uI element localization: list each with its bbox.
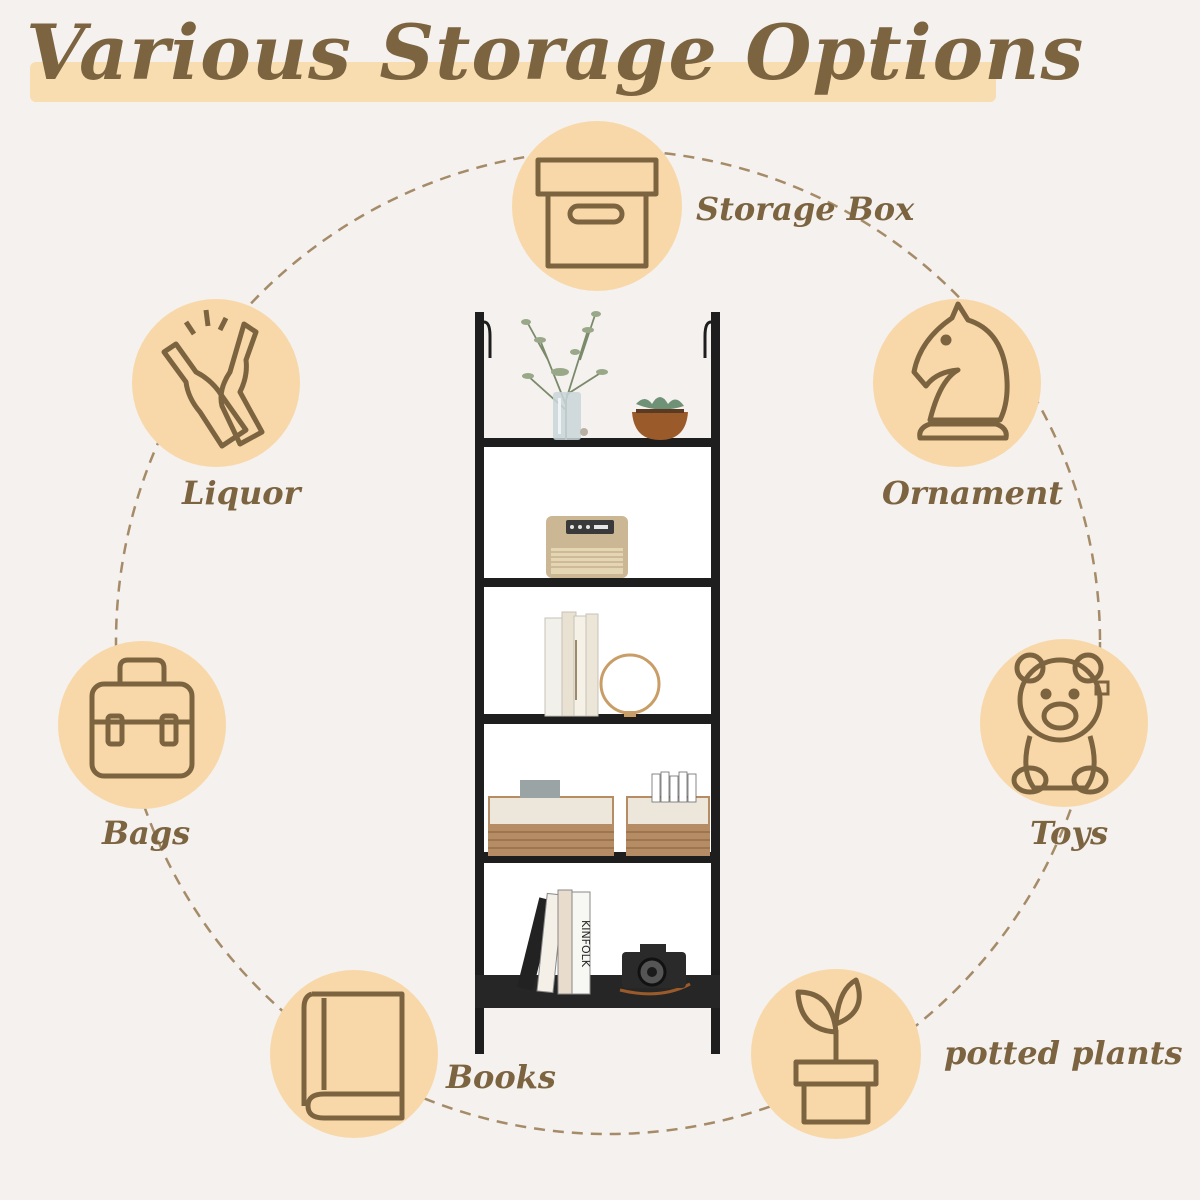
page-title: Various Storage Options (26, 8, 1085, 97)
storage-baskets (488, 771, 710, 856)
shelf-board-2 (475, 578, 720, 587)
option-storage-box (512, 121, 682, 291)
option-potted-plants (751, 969, 921, 1139)
label-toys: Toys (1030, 814, 1109, 852)
book-spine-text: KINFOLK (579, 920, 592, 968)
shelf-leg-right (711, 312, 720, 1054)
label-potted-plants: potted plants (944, 1034, 1183, 1072)
teddy-bear-icon (1011, 652, 1110, 795)
vase-with-branches (521, 311, 608, 440)
upright-books (544, 611, 599, 717)
retro-radio (546, 516, 628, 578)
label-ornament: Ornament (882, 474, 1063, 512)
label-bags: Bags (102, 814, 191, 852)
label-books: Books (446, 1058, 556, 1096)
brass-ring-decor (599, 653, 661, 717)
camera (619, 944, 691, 996)
potted-plant-icon (793, 977, 879, 1125)
label-storage-box: Storage Box (696, 190, 915, 228)
option-toys (980, 639, 1148, 807)
title-area: Various Storage Options (0, 0, 1200, 120)
chess-knight-icon (911, 301, 1010, 441)
liquor-bottles-icon (161, 309, 265, 449)
bag-icon (89, 657, 195, 779)
small-stone (580, 428, 588, 436)
title-highlight (30, 62, 996, 102)
shelf-leg-left (475, 312, 484, 1054)
shelf-board-1 (475, 438, 720, 447)
succulent-pot (632, 397, 688, 440)
ladder-bookshelf-image: KINFOLK (475, 311, 720, 1054)
option-liquor (132, 299, 300, 467)
shelf-board-3 (475, 714, 720, 724)
label-liquor: Liquor (182, 474, 301, 512)
option-books (270, 970, 438, 1138)
book-icon (301, 991, 405, 1121)
option-bags (58, 641, 226, 809)
storage-box-icon (535, 157, 659, 269)
leaning-books: KINFOLK (517, 889, 592, 995)
shelf-board-4 (475, 852, 720, 863)
option-ornament (873, 299, 1041, 467)
